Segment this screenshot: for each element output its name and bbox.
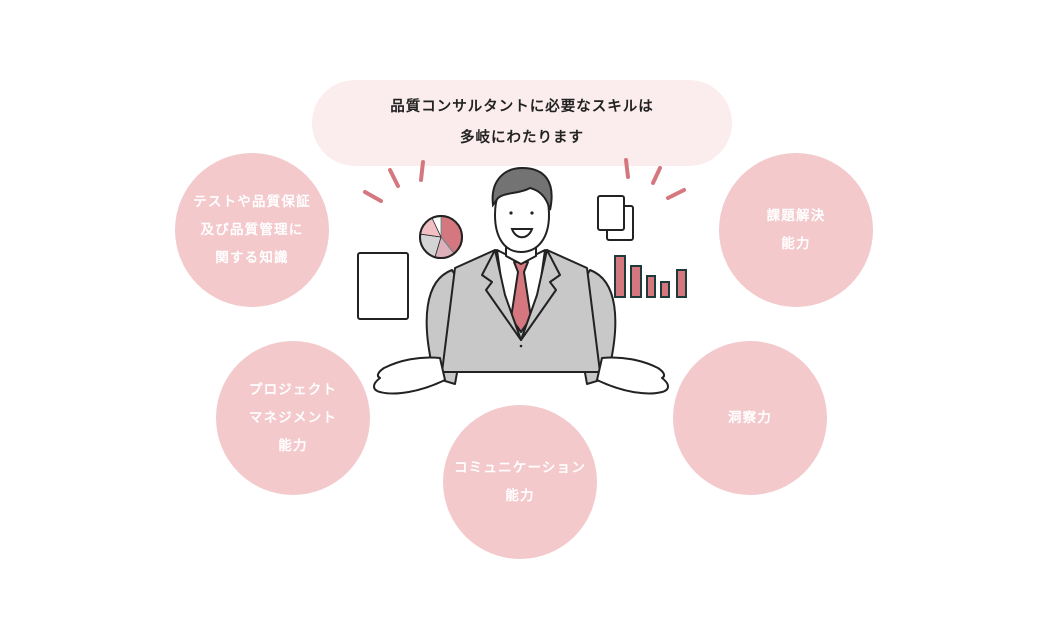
speech-bubble: 品質コンサルタントに必要なスキルは 多岐にわたります: [312, 80, 732, 166]
skill-label-line: テストや品質保証: [193, 194, 311, 210]
skill-label-line: 課題解決: [766, 208, 826, 224]
bar-chart-icon: [614, 255, 687, 298]
speech-bubble-line-2: 多岐にわたります: [460, 130, 584, 146]
open-hands: [373, 356, 669, 395]
businessman-body: [425, 237, 617, 385]
skill-label-line: 洞察力: [727, 410, 773, 426]
document-icon: [357, 252, 409, 320]
skill-label-line: 能力: [278, 438, 308, 454]
skill-label-line: 関する知識: [215, 250, 289, 266]
pie-chart-icon: [419, 215, 463, 259]
skill-label-line: コミュニケーション: [453, 460, 587, 476]
businessman-head: [491, 166, 553, 254]
skill-label-line: プロジェクト: [248, 382, 338, 398]
skill-label-line: 能力: [781, 236, 811, 252]
speech-bubble-line-1: 品質コンサルタントに必要なスキルは: [390, 99, 654, 115]
skill-circle-insight: 洞察力: [673, 341, 827, 495]
skill-circle-problem-solving: 課題解決 能力: [719, 153, 873, 307]
emphasis-lines-left-icon: [363, 160, 425, 203]
skill-label-line: 能力: [505, 488, 535, 504]
copy-documents-icon: [597, 195, 634, 241]
skill-circle-communication: コミュニケーション 能力: [443, 405, 597, 559]
skill-label-line: マネジメント: [248, 410, 338, 426]
skill-circle-project-management: プロジェクト マネジメント 能力: [216, 341, 370, 495]
skill-circle-quality-knowledge: テストや品質保証 及び品質管理に 関する知識: [175, 153, 329, 307]
skill-label-line: 及び品質管理に: [200, 222, 304, 238]
